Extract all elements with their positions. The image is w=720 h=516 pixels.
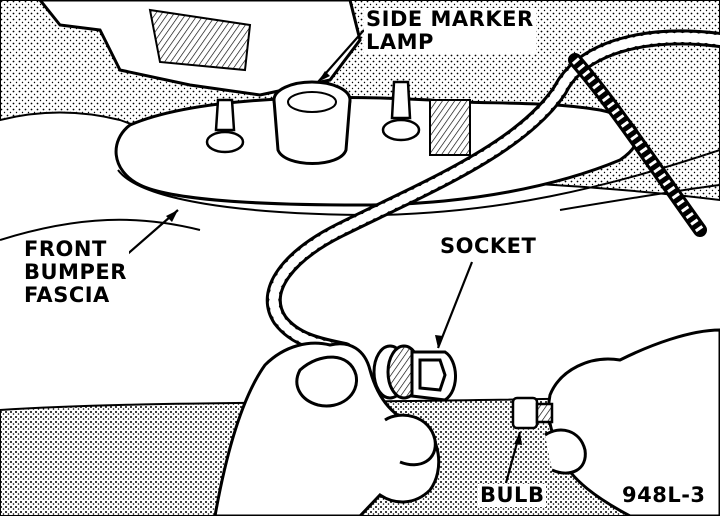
- socket: [372, 344, 457, 402]
- arrow-socket: [435, 335, 443, 348]
- right-stud: [381, 80, 421, 142]
- lamp-inner-ring: [287, 91, 337, 113]
- figure-id: 948L-3: [620, 483, 708, 507]
- right-hand: [547, 328, 720, 516]
- lamp-cylinder: [272, 99, 352, 165]
- arrow-side-marker: [318, 71, 330, 82]
- left-thumb: [295, 355, 358, 408]
- bulb-label: BULB: [478, 483, 547, 507]
- fascia-lower-edge: [0, 184, 720, 241]
- leader-socket: [436, 261, 474, 349]
- bulb: [511, 396, 554, 430]
- arrowheads: [166, 71, 522, 445]
- left-stud: [205, 98, 245, 154]
- side-marker-lamp-label: SIDE MARKER LAMP: [364, 7, 536, 54]
- front-bumper-fascia-label: FRONT BUMPER FASCIA: [22, 237, 129, 307]
- left-finger: [384, 413, 437, 467]
- arrow-bulb: [514, 432, 522, 445]
- harness-wrap: [268, 32, 720, 355]
- fascia-opening: [114, 96, 639, 207]
- arrow-fascia: [166, 210, 178, 222]
- right-finger: [544, 428, 587, 475]
- wiring-harness-branch: [568, 53, 707, 237]
- socket-label: SOCKET: [438, 234, 539, 258]
- left-hand: [213, 341, 441, 516]
- bracket-slot: [148, 8, 252, 72]
- lamp-clip: [429, 99, 471, 156]
